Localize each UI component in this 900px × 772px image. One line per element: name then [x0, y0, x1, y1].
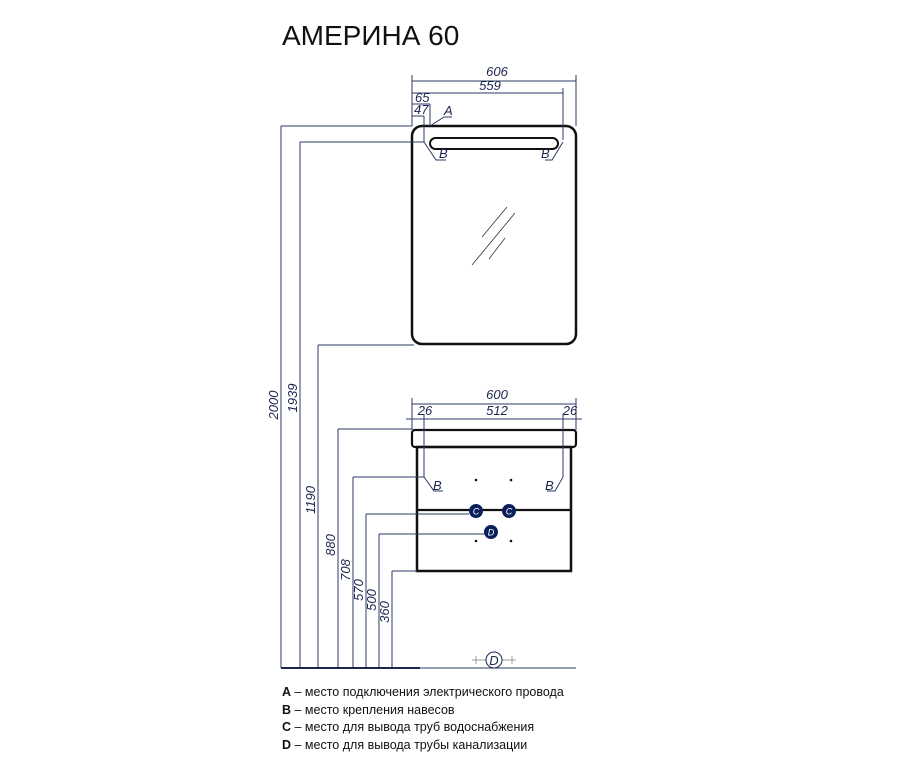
- floor-drain-marker: D: [472, 651, 516, 669]
- countertop: [410, 428, 578, 449]
- marker-b-right: B: [541, 146, 550, 161]
- svg-text:C: C: [506, 507, 513, 517]
- page-title: АМЕРИНА 60: [282, 20, 460, 51]
- cab-marker-b-left: B: [433, 478, 442, 493]
- dim-606: 606: [486, 64, 508, 79]
- marker-c-right: C: [502, 504, 516, 518]
- legend-item-c: C – место для вывода труб водоснабжения: [282, 720, 535, 734]
- legend-item-a: A – место подключения электрического про…: [282, 685, 564, 699]
- marker-b-left: B: [439, 146, 448, 161]
- cabinet-dimensions: [406, 398, 582, 492]
- cab-marker-b-right: B: [545, 478, 554, 493]
- height-1939: 1939: [285, 384, 300, 413]
- dim-47: 47: [414, 102, 429, 117]
- legend-item-d: D – место для вывода трубы канализации: [282, 737, 528, 752]
- height-2000: 2000: [266, 390, 281, 421]
- svg-text:C: C: [473, 507, 480, 517]
- mirror-dimensions: [411, 75, 577, 161]
- svg-text:D: D: [488, 528, 495, 538]
- legend-item-b: B – место крепления навесов: [282, 702, 455, 717]
- mirror-outline: [410, 124, 578, 346]
- legend: A – место подключения электрического про…: [282, 684, 564, 754]
- height-708: 708: [338, 558, 353, 580]
- marker-d: D: [484, 525, 498, 539]
- marker-c-left: C: [469, 504, 483, 518]
- svg-text:D: D: [489, 653, 498, 668]
- dim-26-right: 26: [562, 403, 578, 418]
- height-880: 880: [323, 533, 338, 555]
- marker-a: A: [443, 103, 453, 118]
- height-570: 570: [351, 578, 366, 600]
- dim-26-left: 26: [417, 403, 433, 418]
- dim-559: 559: [479, 78, 501, 93]
- dim-65: 65: [415, 90, 430, 105]
- glass-reflection-icon: [471, 206, 516, 266]
- height-dimensions: [280, 125, 576, 669]
- mirror-light-slot: [429, 137, 559, 150]
- height-360: 360: [377, 600, 392, 622]
- dim-600: 600: [486, 387, 508, 402]
- height-1190: 1190: [303, 485, 318, 514]
- dim-512: 512: [486, 403, 508, 418]
- mounting-dots: [474, 478, 513, 543]
- height-500: 500: [364, 588, 379, 610]
